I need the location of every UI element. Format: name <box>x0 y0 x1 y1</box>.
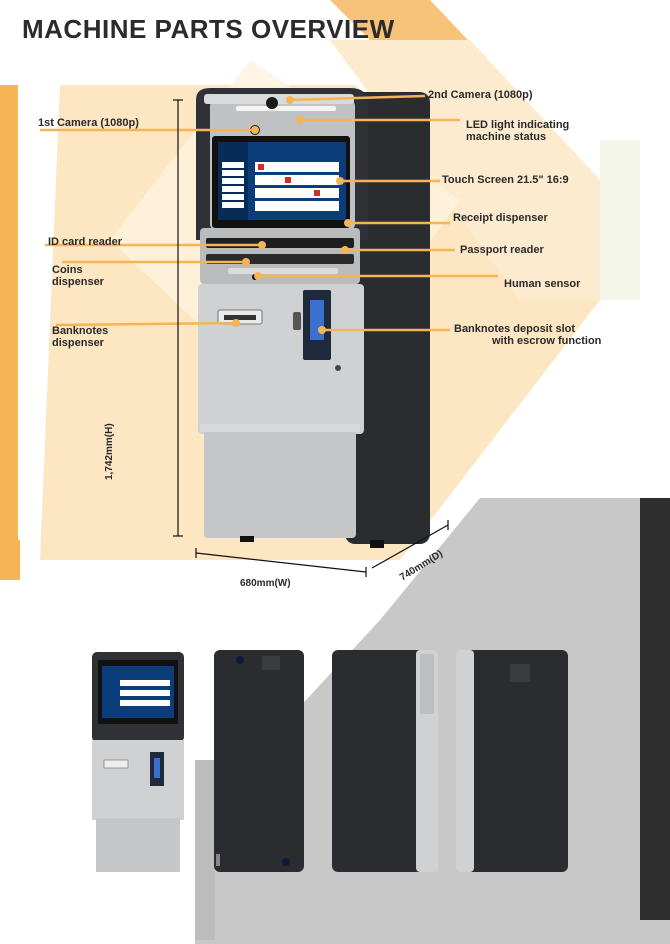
depth-dimension-line <box>371 524 449 569</box>
label-deposit: Banknotes deposit slot with escrow funct… <box>454 323 601 347</box>
label-led-line2: machine status <box>466 131 547 143</box>
label-led: LED light indicating machine status <box>466 119 569 143</box>
label-receipt: Receipt dispenser <box>453 212 548 224</box>
side-view-right <box>456 650 568 872</box>
label-coins-line2: dispenser <box>52 276 104 288</box>
label-human-sensor: Human sensor <box>504 278 581 290</box>
label-passport: Passport reader <box>460 244 544 256</box>
label-camera2: 2nd Camera (1080p) <box>428 89 533 101</box>
front-view <box>92 652 184 872</box>
dark-corner <box>640 498 670 920</box>
label-banknotes-line1: Banknotes <box>52 325 109 337</box>
label-camera1: 1st Camera (1080p) <box>38 117 139 129</box>
label-coins-line1: Coins <box>52 264 83 276</box>
back-view <box>214 650 304 872</box>
label-touch-screen: Touch Screen 21.5" 16:9 <box>442 174 569 186</box>
line-camera2 <box>289 94 426 102</box>
label-banknotes-line2: dispenser <box>52 337 104 349</box>
line-banknotes <box>55 321 237 327</box>
side-view-left <box>332 650 438 872</box>
label-id-card: ID card reader <box>48 236 122 248</box>
width-dimension-line <box>195 552 367 573</box>
label-banknotes: Banknotes dispenser <box>52 325 108 349</box>
page-title: MACHINE PARTS OVERVIEW <box>22 14 395 44</box>
label-deposit-line2: with escrow function <box>492 335 602 347</box>
label-coins: Coins dispenser <box>52 264 104 288</box>
label-deposit-line1: Banknotes deposit slot <box>454 323 576 335</box>
label-led-line1: LED light indicating <box>466 119 570 131</box>
width-dimension-label: 680mm(W) <box>240 578 291 589</box>
title-stripe <box>330 0 468 40</box>
